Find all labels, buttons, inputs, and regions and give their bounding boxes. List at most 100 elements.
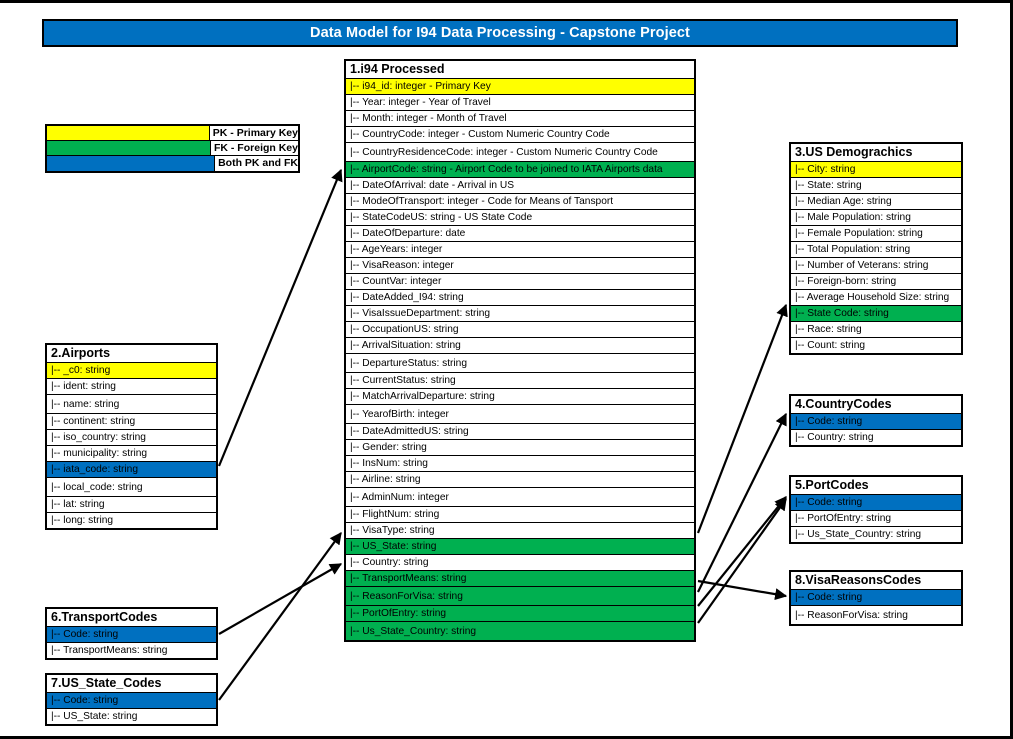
entity-field-row: |-- Gender: string bbox=[346, 440, 694, 456]
entity-field-row: |-- long: string bbox=[47, 513, 216, 528]
connector-i94-to-demographics bbox=[696, 303, 788, 534]
entity-field-row: |-- Average Household Size: string bbox=[791, 290, 961, 306]
legend-label-fk: FK - Foreign Key bbox=[210, 141, 298, 155]
entity-field-row: |-- Total Population: string bbox=[791, 242, 961, 258]
entity-field-row: |-- continent: string bbox=[47, 414, 216, 430]
entity-field-row: |-- State: string bbox=[791, 178, 961, 194]
entity-country-codes[interactable]: 4.CountryCodes|-- Code: string|-- Countr… bbox=[789, 394, 963, 447]
entity-field-row: |-- CountVar: integer bbox=[346, 274, 694, 290]
connector-airports-to-i94 bbox=[217, 168, 343, 467]
entity-field-row: |-- Female Population: string bbox=[791, 226, 961, 242]
entity-field-row: |-- ident: string bbox=[47, 379, 216, 395]
entity-transport-codes[interactable]: 6.TransportCodes|-- Code: string|-- Tran… bbox=[45, 607, 218, 660]
legend-swatch-pkfk bbox=[47, 156, 216, 171]
entity-field-row: |-- Male Population: string bbox=[791, 210, 961, 226]
entity-field-row: |-- PortOfEntry: string bbox=[346, 606, 694, 622]
entity-field-row: |-- DateAdded_I94: string bbox=[346, 290, 694, 306]
entity-field-row: |-- Month: integer - Month of Travel bbox=[346, 111, 694, 127]
entity-i94-processed[interactable]: 1.i94 Processed|-- i94_id: integer - Pri… bbox=[344, 59, 696, 642]
entity-field-row: |-- DepartureStatus: string bbox=[346, 354, 694, 373]
connector-i94-usstatecountry-to-portcodes bbox=[697, 498, 787, 624]
entity-field-row: |-- Count: string bbox=[791, 338, 961, 353]
entity-field-row: |-- City: string bbox=[791, 162, 961, 178]
entity-field-row: |-- Airline: string bbox=[346, 472, 694, 488]
entity-field-row: |-- Year: integer - Year of Travel bbox=[346, 95, 694, 111]
entity-title: 5.PortCodes bbox=[791, 477, 961, 495]
entity-field-row: |-- _c0: string bbox=[47, 363, 216, 379]
entity-field-row: |-- InsNum: string bbox=[346, 456, 694, 472]
page-title: Data Model for I94 Data Processing - Cap… bbox=[310, 25, 690, 41]
entity-field-row: |-- ReasonForVisa: string bbox=[791, 606, 961, 624]
entity-field-row: |-- ArrivalSituation: string bbox=[346, 338, 694, 354]
diagram-title-bar: Data Model for I94 Data Processing - Cap… bbox=[42, 19, 958, 47]
entity-field-row: |-- FlightNum: string bbox=[346, 507, 694, 523]
entity-field-row: |-- ModeOfTransport: integer - Code for … bbox=[346, 194, 694, 210]
entity-title: 4.CountryCodes bbox=[791, 396, 961, 414]
entity-title: 2.Airports bbox=[47, 345, 216, 363]
entity-field-row: |-- Code: string bbox=[47, 627, 216, 643]
legend-item-pk: PK - Primary Key bbox=[47, 126, 298, 141]
connector-usstatecodes-to-i94 bbox=[218, 532, 342, 701]
entity-field-row: |-- municipality: string bbox=[47, 446, 216, 462]
entity-title: 3.US Demograchics bbox=[791, 144, 961, 162]
entity-field-row: |-- StateCodeUS: string - US State Code bbox=[346, 210, 694, 226]
entity-field-row: |-- US_State: string bbox=[47, 709, 216, 724]
legend-label-pkfk: Both PK and FK bbox=[215, 156, 298, 171]
entity-field-row: |-- YearofBirth: integer bbox=[346, 405, 694, 424]
entity-field-row: |-- Country: string bbox=[346, 555, 694, 571]
entity-field-row: |-- iata_code: string bbox=[47, 462, 216, 478]
legend-item-fk: FK - Foreign Key bbox=[47, 141, 298, 156]
entity-field-row: |-- VisaIssueDepartment: string bbox=[346, 306, 694, 322]
connector-transportcodes-to-i94 bbox=[218, 563, 343, 635]
entity-field-row: |-- US_State: string bbox=[346, 539, 694, 555]
entity-field-row: |-- lat: string bbox=[47, 497, 216, 513]
entity-field-row: |-- State Code: string bbox=[791, 306, 961, 322]
entity-airports[interactable]: 2.Airports|-- _c0: string|-- ident: stri… bbox=[45, 343, 218, 530]
connector-i94-to-visareasonscodes bbox=[697, 579, 788, 601]
entity-field-row: |-- Us_State_Country: string bbox=[346, 622, 694, 640]
entity-field-row: |-- i94_id: integer - Primary Key bbox=[346, 79, 694, 95]
entity-field-row: |-- Median Age: string bbox=[791, 194, 961, 210]
entity-title: 6.TransportCodes bbox=[47, 609, 216, 627]
entity-port-codes[interactable]: 5.PortCodes|-- Code: string|-- PortOfEnt… bbox=[789, 475, 963, 544]
entity-title: 8.VisaReasonsCodes bbox=[791, 572, 961, 590]
entity-field-row: |-- iso_country: string bbox=[47, 430, 216, 446]
legend-label-pk: PK - Primary Key bbox=[209, 126, 298, 140]
entity-field-row: |-- TransportMeans: string bbox=[47, 643, 216, 658]
entity-field-row: |-- DateOfArrival: date - Arrival in US bbox=[346, 178, 694, 194]
entity-field-row: |-- MatchArrivalDeparture: string bbox=[346, 389, 694, 405]
entity-title: 7.US_State_Codes bbox=[47, 675, 216, 693]
entity-field-row: |-- Code: string bbox=[791, 414, 961, 430]
entity-us-demographics[interactable]: 3.US Demograchics|-- City: string|-- Sta… bbox=[789, 142, 963, 355]
entity-field-row: |-- PortOfEntry: string bbox=[791, 511, 961, 527]
legend-item-pkfk: Both PK and FK bbox=[47, 156, 298, 171]
entity-field-row: |-- CountryCode: integer - Custom Numeri… bbox=[346, 127, 694, 143]
entity-field-row: |-- DateAdmittedUS: string bbox=[346, 424, 694, 440]
entity-field-row: |-- VisaType: string bbox=[346, 523, 694, 539]
entity-visa-reasons-codes[interactable]: 8.VisaReasonsCodes|-- Code: string|-- Re… bbox=[789, 570, 963, 626]
entity-field-row: |-- Code: string bbox=[791, 590, 961, 606]
entity-field-row: |-- Number of Veterans: string bbox=[791, 258, 961, 274]
entity-us-state-codes[interactable]: 7.US_State_Codes|-- Code: string|-- US_S… bbox=[45, 673, 218, 726]
entity-field-row: |-- DateOfDeparture: date bbox=[346, 226, 694, 242]
entity-field-row: |-- name: string bbox=[47, 395, 216, 414]
entity-field-row: |-- local_code: string bbox=[47, 478, 216, 497]
entity-field-row: |-- OccupationUS: string bbox=[346, 322, 694, 338]
legend: PK - Primary Key FK - Foreign Key Both P… bbox=[45, 124, 300, 173]
entity-field-row: |-- Race: string bbox=[791, 322, 961, 338]
entity-field-row: |-- Country: string bbox=[791, 430, 961, 445]
entity-field-row: |-- AdminNum: integer bbox=[346, 488, 694, 507]
entity-field-row: |-- Us_State_Country: string bbox=[791, 527, 961, 542]
entity-field-row: |-- AirportCode: string - Airport Code t… bbox=[346, 162, 694, 178]
entity-field-row: |-- Foreign-born: string bbox=[791, 274, 961, 290]
entity-field-row: |-- ReasonForVisa: string bbox=[346, 587, 694, 606]
legend-swatch-pk bbox=[47, 126, 210, 140]
entity-field-row: |-- AgeYears: integer bbox=[346, 242, 694, 258]
entity-field-row: |-- CurrentStatus: string bbox=[346, 373, 694, 389]
entity-field-row: |-- TransportMeans: string bbox=[346, 571, 694, 587]
legend-swatch-fk bbox=[47, 141, 211, 155]
entity-field-row: |-- VisaReason: integer bbox=[346, 258, 694, 274]
connector-i94-to-portcodes bbox=[697, 496, 787, 607]
entity-field-row: |-- Code: string bbox=[47, 693, 216, 709]
